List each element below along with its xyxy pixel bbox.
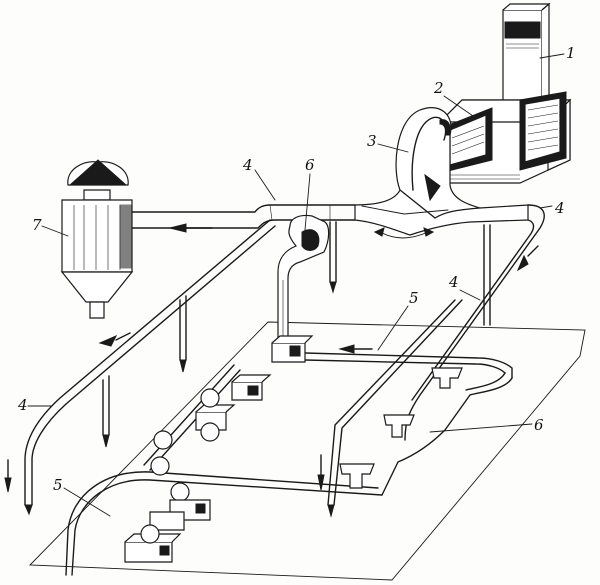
- label-4-top: 4: [242, 156, 253, 174]
- label-7: 7: [32, 216, 42, 234]
- label-4-left: 4: [17, 396, 28, 414]
- label-3: 3: [367, 132, 377, 150]
- anvil-2: [383, 414, 415, 438]
- anvil-1: [431, 367, 463, 389]
- label-4-right: 4: [554, 199, 565, 217]
- duct-left-long: [4, 219, 276, 516]
- duct-main-left: [127, 204, 356, 233]
- label-2: 2: [433, 79, 444, 97]
- floor-plate: [28, 321, 586, 581]
- fan-volute: [395, 107, 483, 219]
- fan-housing: [438, 91, 572, 184]
- label-group: 1 2 3 4 6 4 4 5 7 4 5 6: [17, 44, 576, 517]
- workstation-4: [149, 430, 211, 531]
- label-4-mid: 4: [448, 273, 459, 291]
- label-1: 1: [566, 44, 576, 62]
- label-5-top: 5: [409, 289, 419, 307]
- workstation-1: [271, 335, 314, 363]
- floor-duct: [65, 344, 513, 576]
- workstations: [124, 335, 463, 563]
- duct-junction: [354, 189, 529, 239]
- workstation-5: [124, 524, 182, 563]
- label-5-bottom: 5: [53, 476, 63, 494]
- fan-panel: [443, 107, 493, 173]
- drop-pipes-left: [102, 295, 187, 448]
- duct-downcomer: [277, 214, 337, 346]
- label-6-right: 6: [534, 416, 544, 434]
- fan-motor-tower: [502, 2, 551, 103]
- cyclone: [60, 159, 134, 319]
- anvil-3: [339, 463, 375, 489]
- workstation-3: [195, 388, 236, 442]
- workstation-2: [231, 374, 272, 401]
- label-6-top: 6: [305, 156, 315, 174]
